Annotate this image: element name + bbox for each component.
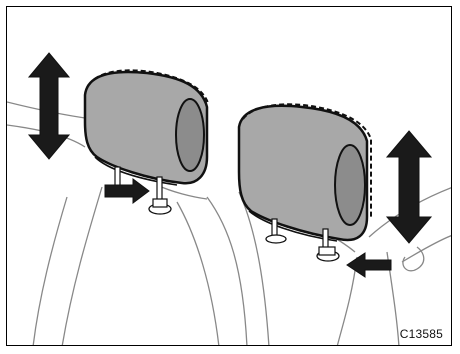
seat-back-lines bbox=[7, 102, 452, 346]
double-arrow-up-down-icon bbox=[29, 53, 69, 159]
figure-id-label: C13585 bbox=[400, 327, 443, 341]
arrow-right-icon bbox=[105, 179, 149, 203]
arrow-left-icon bbox=[347, 253, 391, 277]
illustration-frame: C13585 bbox=[6, 6, 452, 346]
double-arrow-up-down-icon bbox=[387, 131, 431, 243]
headrest-diagram bbox=[7, 7, 452, 346]
right-headrest bbox=[239, 104, 371, 261]
